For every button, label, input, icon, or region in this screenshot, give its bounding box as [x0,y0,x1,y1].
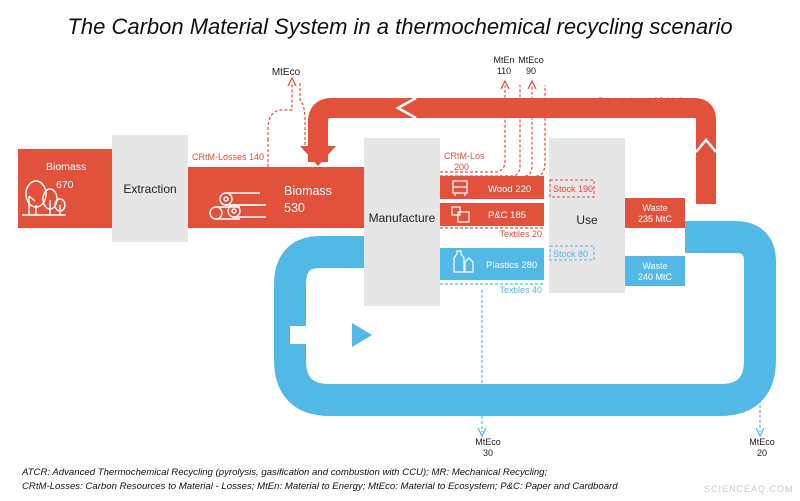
mteco-90-flow [524,85,532,177]
stock-red-box [549,179,595,198]
extraction-block [112,135,188,242]
blue-loop-chevron [635,338,659,366]
mteco-top-flow-edge [299,82,306,150]
stock-blue-label: Stock 80 [553,249,588,259]
recirculated-blue-detail: (MR 20, ATCR 330 MtC) [485,366,588,377]
biomass-source-value: 670 [56,179,74,191]
use-label: Use [576,213,598,227]
watermark: SCIENCEAQ.COM [704,484,794,494]
biomass-flow-value: 530 [284,201,305,215]
textiles-blue-label: Textiles 40 [499,285,542,295]
footnote-line-1: ATCR: Advanced Thermochemical Recycling … [22,467,548,478]
bottles-icon [453,250,474,273]
red-loop-chevron [695,138,717,153]
recirculated-red-label: Recirculated 95 MtC [598,96,684,107]
blue-loop-arrowhead-right [352,323,372,347]
waste-red-label: Waste [642,203,667,213]
red-loop-arrowhead-down [300,146,336,166]
biomass-source-label: Biomass [46,161,86,173]
crtm-200-label: CRtM-Los [444,151,485,161]
manufacture-block [364,138,440,306]
plastics-label: Plastics 280 [486,260,537,271]
waste-blue-label: Waste [642,261,667,271]
red-loop-chevron [395,96,417,120]
waste-red-block [625,198,685,228]
diagram-title: The Carbon Material System in a thermoch… [67,14,733,39]
pc-flow [440,203,544,226]
mteco-top-label: MtEco [272,67,301,78]
manufacture-label: Manufacture [369,211,436,225]
mten-flow [440,85,505,173]
blue-recirculation-loop [274,221,776,416]
biomass-flow-block [188,167,364,228]
biomass-flow-label: Biomass [284,184,332,198]
waste-blue-value: 240 MtC [638,272,673,282]
use-block [549,138,625,293]
red-recirculation-loop [300,96,717,204]
textiles-red-label: Textiles 20 [499,229,542,239]
mten-value: 110 [497,66,511,76]
recirculated-blue-label: Recirculated 350 MtC [490,354,581,365]
waste-blue-block [625,256,685,286]
wood-label: Wood 220 [488,184,531,195]
mteco-30-label: MtEco [475,437,501,447]
mteco-20-label: MtEco [749,437,775,447]
footnote: ATCR: Advanced Thermochemical Recycling … [22,466,618,494]
trees-icon [22,180,66,216]
mten-label: MtEn [493,55,514,65]
footnote-line-2: CRtM-Losses: Carbon Resources to Materia… [22,481,618,492]
furniture-icon [452,180,468,196]
extraction-label: Extraction [123,182,176,196]
pc-label: P&C 185 [488,210,526,221]
blue-loop-chevron [409,338,433,366]
mteco-90-label: MtEco [518,55,544,65]
logs-icon [209,192,266,220]
stock-blue-box [549,245,595,261]
mteco-30-value: 30 [483,448,493,458]
boxes-icon [451,206,470,223]
mteco-20-value: 20 [757,448,767,458]
mteco-90-value: 90 [526,66,536,76]
mteco-90-flow-edge [535,85,546,177]
waste-red-value: 235 MtC [638,214,673,224]
stock-red-label: Stock 190 [553,184,593,194]
mten-flow-edge [440,85,521,177]
crtm-200-value: 200 [454,162,469,172]
crtm-140-label: CRtM-Losses 140 [192,152,264,162]
mteco-top-flow [267,82,292,140]
